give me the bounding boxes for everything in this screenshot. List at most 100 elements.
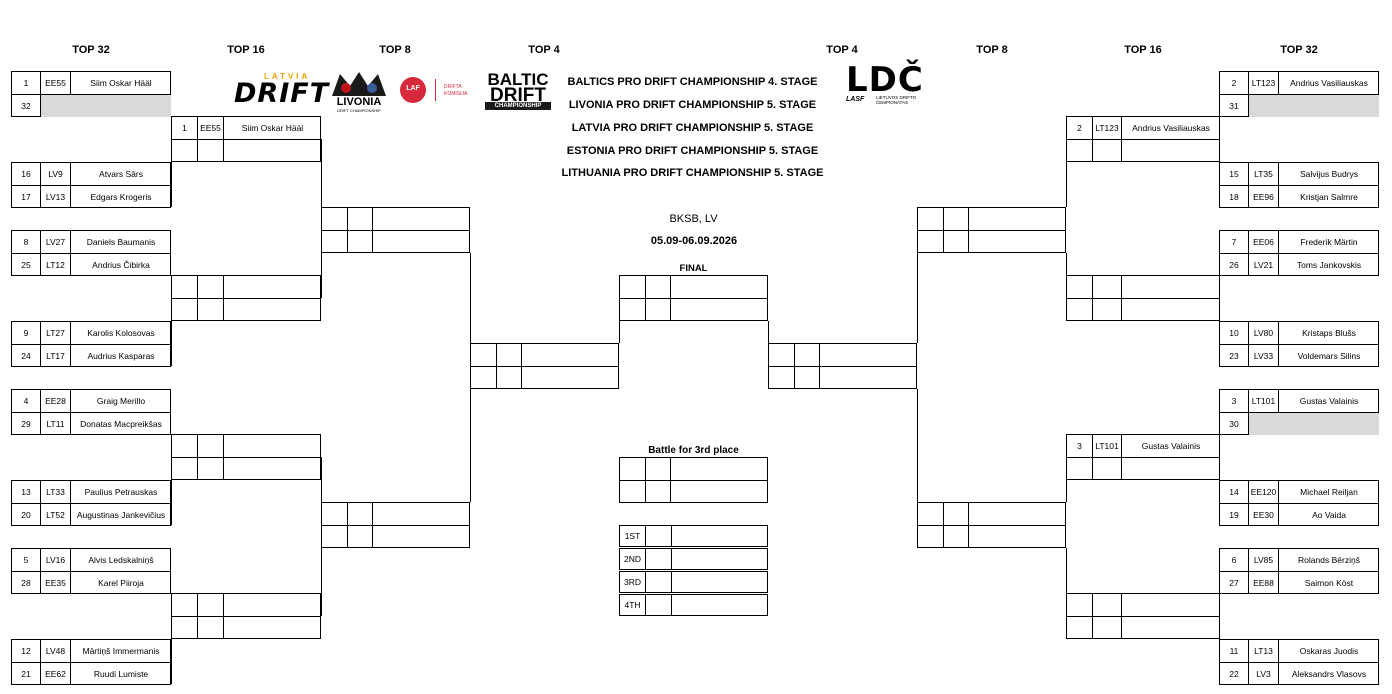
driver-name: Siim Oskar Hääl <box>90 78 152 88</box>
final-label: FINAL <box>679 263 708 274</box>
header-right-top4: TOP 4 <box>826 44 858 56</box>
driver-name: Augustinas Jankevičius <box>76 510 166 520</box>
left-top4-match <box>470 343 619 389</box>
right-top16-match-3: 3 LT101 Gustas Valainis <box>1066 434 1220 480</box>
header-right-top32: TOP 32 <box>1280 44 1318 56</box>
driver-code: EE96 <box>1253 192 1274 202</box>
driver-code: EE28 <box>45 396 66 406</box>
driver-code: LT27 <box>46 328 65 338</box>
seed: 31 <box>1229 101 1239 111</box>
driver-name: Ao Vaida <box>1312 510 1346 520</box>
driver-code: LV9 <box>48 169 63 179</box>
driver-name: Mārtiņš Immermanis <box>82 646 160 656</box>
driver-code: LT52 <box>46 510 65 520</box>
seed: 30 <box>1229 419 1239 429</box>
driver-code: EE30 <box>1253 510 1274 520</box>
driver-code: EE88 <box>1253 578 1274 588</box>
seed: 22 <box>1229 669 1239 679</box>
left-top32-match-1: 1 EE55 Siim Oskar Hääl 32 <box>11 71 171 117</box>
seed: 17 <box>21 192 31 202</box>
connector-line <box>1219 321 1220 366</box>
connector-line <box>171 321 172 366</box>
connector-line <box>1066 548 1067 616</box>
header-right-top8: TOP 8 <box>976 44 1008 56</box>
driver-name: Graig Merillo <box>96 396 146 406</box>
right-top32-match-5: 3 LT101 Gustas Valainis 30 <box>1219 389 1379 435</box>
left-top8-match-1 <box>321 207 470 253</box>
driver-name: Toms Jankovskis <box>1296 260 1362 270</box>
left-top16-match-3 <box>171 434 321 480</box>
driver-name: Gustas Valainis <box>1141 441 1201 451</box>
right-top16-match-2 <box>1066 275 1220 321</box>
left-top32-match-4: 9 LT27 Karolis Kolosovas 24 LT17 Audrius… <box>11 321 171 367</box>
left-top8-match-2 <box>321 502 470 548</box>
connector-line <box>917 253 918 343</box>
driver-code: LV80 <box>1253 328 1274 338</box>
header-left-top8: TOP 8 <box>379 44 411 56</box>
driver-code: LT35 <box>1254 169 1273 179</box>
connector-line <box>768 321 769 343</box>
place-label: 3RD <box>620 572 646 592</box>
place-label: 2ND <box>620 549 646 569</box>
driver-name: Edgars Krogeris <box>90 192 152 202</box>
driver-code: LV21 <box>1253 260 1274 270</box>
driver-name: Salvijus Budrys <box>1299 169 1359 179</box>
driver-name: Karolis Kolosovas <box>87 328 155 338</box>
left-top16-match-4 <box>171 593 321 639</box>
connector-line <box>619 321 620 343</box>
driver-code: LT33 <box>46 487 65 497</box>
driver-code: LT13 <box>1254 646 1273 656</box>
driver-name: Saimon Köst <box>1304 578 1354 588</box>
driver-name: Siim Oskar Hääl <box>241 123 304 133</box>
left-top16-match-1: 1 EE55 Siim Oskar Hääl <box>171 116 321 162</box>
seed: 15 <box>1229 169 1239 179</box>
seed: 28 <box>21 578 31 588</box>
latvia-drift-logo: LATVIA DRIFT <box>234 72 330 109</box>
connector-line <box>321 548 322 616</box>
driver-code: LT101 <box>1095 441 1119 451</box>
connector-line <box>321 253 322 298</box>
baltic-drift-logo: BALTIC DRIFT CHAMPIONSHIP <box>483 71 553 111</box>
connector-line <box>1219 480 1220 525</box>
driver-code: EE55 <box>45 78 66 88</box>
title-line-5: LITHUANIA PRO DRIFT CHAMPIONSHIP 5. STAG… <box>561 167 824 179</box>
place-label: 4TH <box>620 595 646 615</box>
driver-code: LV13 <box>45 192 66 202</box>
connector-line <box>470 253 471 343</box>
connector-line <box>1219 162 1220 207</box>
result-1st: 1ST <box>619 525 768 547</box>
seed: 9 <box>23 328 29 338</box>
left-top16-match-2 <box>171 275 321 321</box>
driver-name: Gustas Valainis <box>1299 396 1359 406</box>
place-label: 1ST <box>620 526 646 546</box>
driver-code: LT101 <box>1251 396 1276 406</box>
driver-code: LV27 <box>45 237 66 247</box>
seed: 2 <box>1077 123 1082 133</box>
seed: 29 <box>21 419 31 429</box>
left-top32-match-8: 12 LV48 Mārtiņš Immermanis 21 EE62 Ruudi… <box>11 639 171 685</box>
right-top8-match-1 <box>917 207 1066 253</box>
left-top32-match-2: 16 LV9 Atvars Sārs 17 LV13 Edgars Kroger… <box>11 162 171 208</box>
livonia-logo: LIVONIA DRIFT CHAMPIONSHIP <box>326 68 392 114</box>
seed: 8 <box>23 237 29 247</box>
header-left-top16: TOP 16 <box>227 44 265 56</box>
connector-line <box>171 639 172 684</box>
driver-name: Kristaps Blušs <box>1302 328 1356 338</box>
seed: 3 <box>1231 396 1237 406</box>
seed: 5 <box>23 555 29 565</box>
seed: 2 <box>1231 78 1237 88</box>
title-line-3: LATVIA PRO DRIFT CHAMPIONSHIP 5. STAGE <box>571 122 814 134</box>
right-top32-match-8: 11 LT13 Oskaras Juodis 22 LV3 Aleksandrs… <box>1219 639 1379 685</box>
right-top32-match-2: 15 LT35 Salvijus Budrys 18 EE96 Kristjan… <box>1219 162 1379 208</box>
seed: 21 <box>21 669 31 679</box>
connector-line <box>321 139 322 207</box>
right-top4-match <box>768 343 917 389</box>
driver-name: Kristjan Salmre <box>1300 192 1358 202</box>
driver-name: Karel Piiroja <box>98 578 144 588</box>
seed: 19 <box>1229 510 1239 520</box>
seed: 12 <box>21 646 31 656</box>
driver-name: Oskaras Juodis <box>1299 646 1359 656</box>
left-top32-match-7: 5 LV16 Alvis Ledskalniņš 28 EE35 Karel P… <box>11 548 171 594</box>
driver-code: EE35 <box>45 578 66 588</box>
right-top32-match-4: 10 LV80 Kristaps Blušs 23 LV33 Voldemars… <box>1219 321 1379 367</box>
